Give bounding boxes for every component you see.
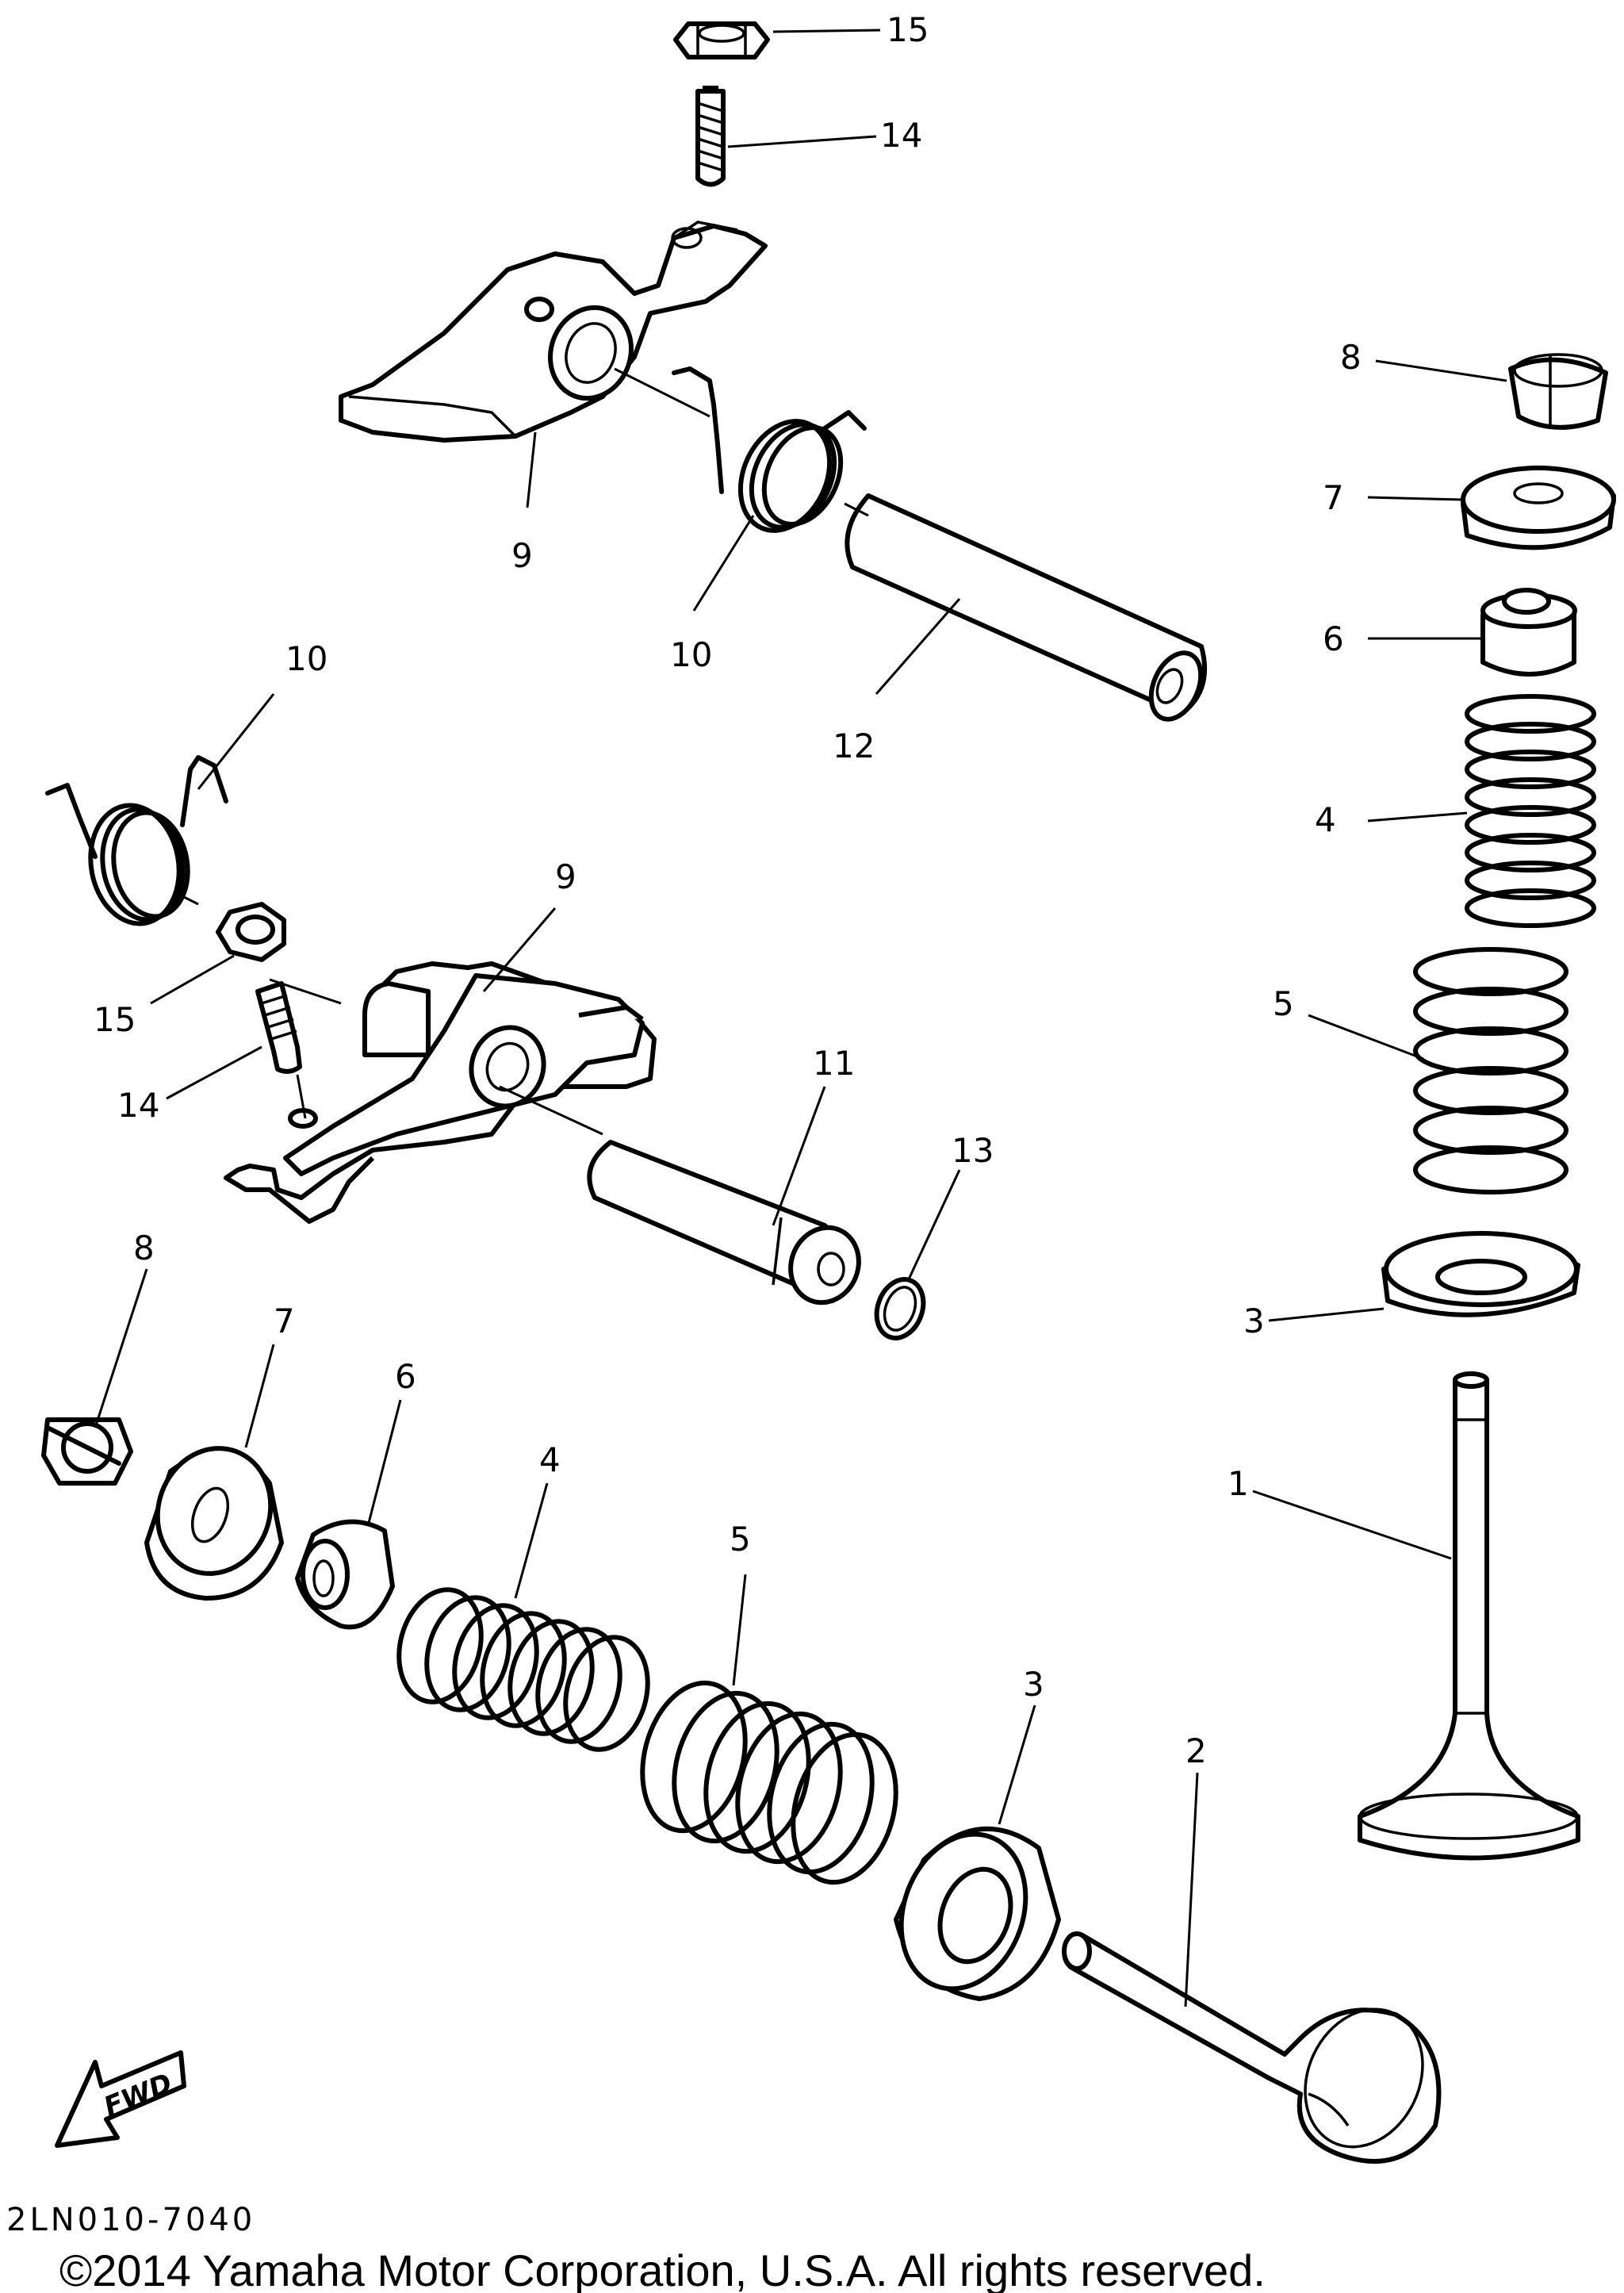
spring-seat-3-left [894, 1826, 1061, 2001]
spring-seat-3-right [1381, 1231, 1580, 1317]
label-13: 13 [952, 1131, 994, 1170]
label-14-left: 14 [117, 1086, 159, 1125]
leader-lines [94, 29, 1507, 2007]
label-6-left: 6 [395, 1357, 416, 1396]
valve-seal-6-left [295, 1519, 395, 1630]
label-2: 2 [1185, 1731, 1207, 1770]
label-8-right: 8 [1340, 338, 1362, 377]
intake-valve-1 [1358, 1371, 1580, 1861]
rocker-shaft-11 [587, 1140, 861, 1306]
label-11: 11 [813, 1044, 855, 1083]
spring-10-left [45, 755, 228, 926]
outer-spring-5-left [640, 1680, 898, 1885]
diagram-code: 2LN010-7040 [6, 2202, 255, 2238]
valve-cotter-8-left [41, 1417, 133, 1486]
rocker-arm-9-mid [224, 961, 657, 1224]
label-5-left: 5 [730, 1520, 751, 1559]
adjust-screw-14-left [255, 981, 302, 1074]
label-8-left: 8 [133, 1229, 155, 1267]
label-15-top: 15 [887, 10, 929, 49]
label-10-left: 10 [285, 639, 327, 678]
label-14-top: 14 [880, 116, 922, 155]
exhaust-valve-2 [1062, 1931, 1442, 2164]
adjust-screw-14-top [695, 86, 726, 187]
label-9-mid: 9 [555, 857, 576, 896]
rocker-arm-9-top [339, 220, 768, 443]
nut-15-left [216, 902, 286, 962]
label-4-right: 4 [1315, 800, 1336, 839]
o-ring-13 [874, 1277, 926, 1340]
valve-cotter-8-right [1508, 353, 1608, 430]
inner-spring-4-right [1465, 694, 1596, 928]
label-10-top: 10 [670, 635, 712, 674]
copyright-notice: ©2014 Yamaha Motor Corporation, U.S.A. A… [59, 2245, 1266, 2293]
label-15-left: 15 [94, 1000, 136, 1039]
inner-spring-4-left [396, 1587, 650, 1752]
nut-15-top [673, 21, 770, 59]
label-9-top: 9 [511, 536, 533, 575]
spring-retainer-7-right [1461, 466, 1616, 550]
label-7-right: 7 [1323, 478, 1344, 517]
label-7-left: 7 [274, 1302, 295, 1340]
label-12: 12 [833, 727, 875, 765]
label-5-right: 5 [1273, 984, 1294, 1023]
spring-retainer-7-left [144, 1446, 284, 1601]
label-3-left: 3 [1023, 1665, 1044, 1704]
label-6-right: 6 [1323, 619, 1344, 658]
rocker-shaft-12 [845, 493, 1208, 722]
valve-seal-6-right [1480, 588, 1577, 677]
label-1: 1 [1228, 1464, 1249, 1503]
label-3-right: 3 [1243, 1302, 1265, 1340]
spring-10-top [672, 366, 867, 533]
outer-spring-5-right [1413, 947, 1568, 1194]
forward-direction-arrow: FWD [55, 2050, 186, 2148]
label-4-left: 4 [539, 1440, 561, 1479]
